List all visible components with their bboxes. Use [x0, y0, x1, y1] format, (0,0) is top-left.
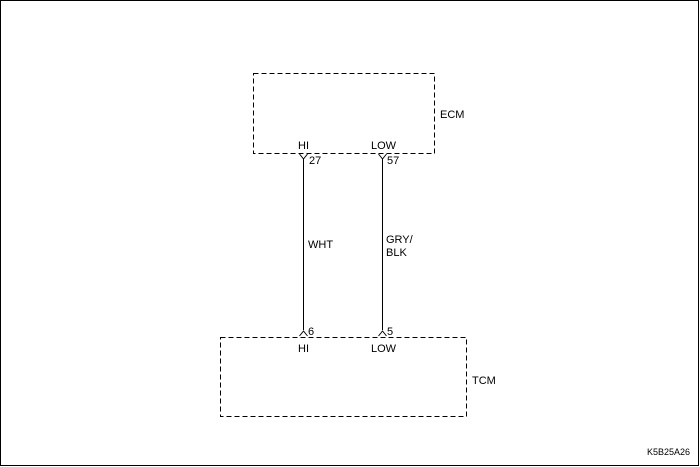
tcm-low-connector-icon [378, 330, 387, 337]
wire-low-color-label-line1: GRY/ [386, 234, 414, 246]
ecm-module-box [253, 73, 435, 154]
ecm-hi-pin-label: HI [298, 140, 309, 152]
ecm-low-pin-number: 57 [387, 155, 399, 167]
tcm-module-box [220, 337, 467, 417]
tcm-hi-pin-label: HI [298, 343, 309, 355]
ecm-low-connector-icon [378, 153, 387, 160]
tcm-hi-pin-number: 6 [308, 326, 314, 338]
wire-hi-color-label: WHT [308, 239, 333, 251]
figure-code: K5B25A26 [647, 447, 690, 457]
wire-low-color-label-line2: BLK [386, 247, 407, 259]
ecm-hi-pin-number: 27 [309, 155, 321, 167]
tcm-hi-connector-icon [299, 330, 308, 337]
ecm-module-label: ECM [440, 109, 464, 121]
ecm-hi-connector-icon [299, 153, 308, 160]
tcm-low-pin-label: LOW [371, 343, 397, 355]
tcm-low-pin-number: 5 [387, 326, 393, 338]
tcm-module-label: TCM [472, 375, 496, 387]
ecm-low-pin-label: LOW [371, 140, 397, 152]
